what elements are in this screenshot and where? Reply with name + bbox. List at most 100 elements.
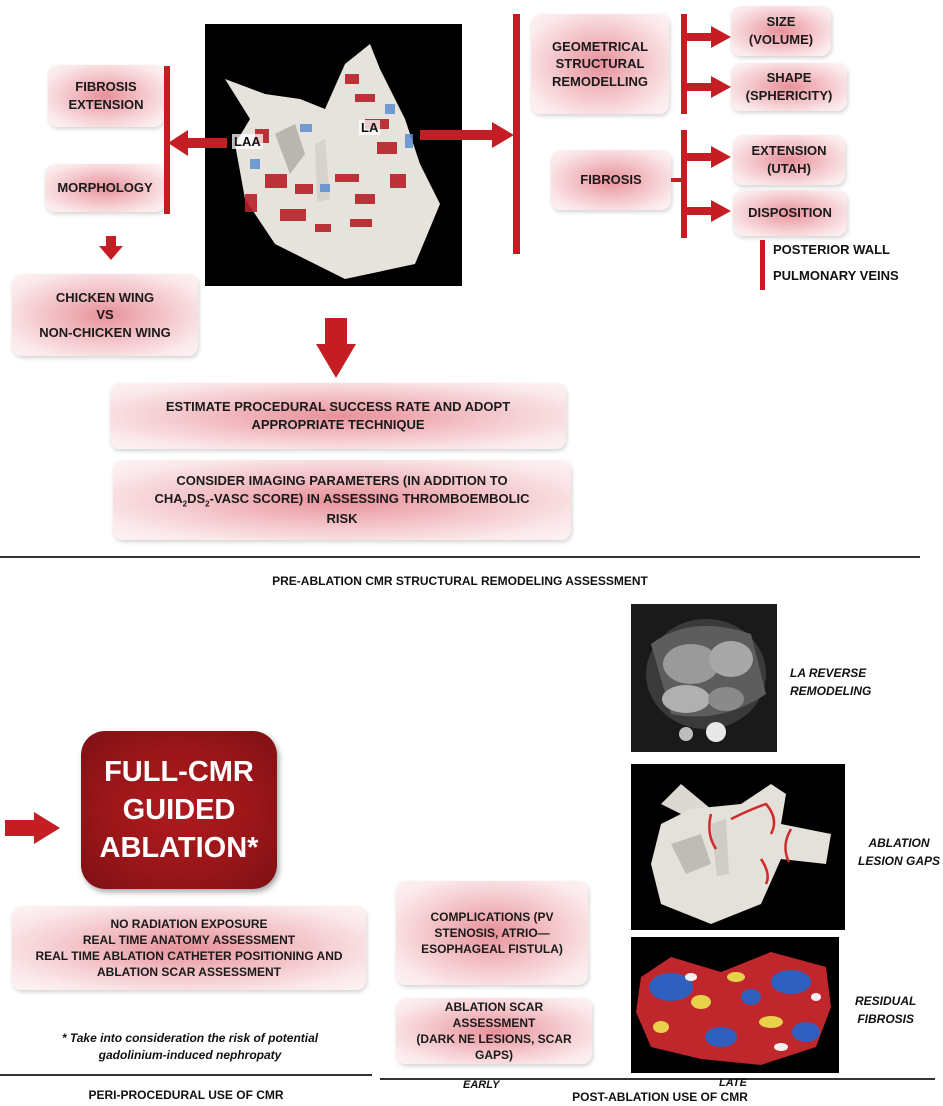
ds-subscript: 2 bbox=[205, 499, 210, 509]
scar-line-3: GAPS) bbox=[474, 1048, 513, 1063]
sphericity-label: (SPHERICITY) bbox=[745, 88, 833, 103]
right-arrow-shaft bbox=[420, 130, 494, 140]
size-arrow-shaft bbox=[687, 33, 713, 41]
benefit-3: REAL TIME ABLATION CATHETER POSITIONING … bbox=[35, 949, 343, 963]
lesion-gaps-line-1: ABLATION bbox=[868, 836, 930, 850]
early-label: EARLY bbox=[463, 1079, 500, 1091]
fibrosis-connector bbox=[671, 178, 681, 182]
full-cmr-line-3: ABLATION* bbox=[99, 832, 259, 865]
footnote-line-2: gadolinium-induced nephropaty bbox=[98, 1048, 282, 1063]
geometrical-line-1: GEOMETRICAL bbox=[551, 38, 649, 54]
consider-line-1: CONSIDER IMAGING PARAMETERS (IN ADDITION… bbox=[176, 473, 508, 489]
shape-arrow-head bbox=[711, 76, 731, 98]
fibrosis-label: FIBROSIS bbox=[580, 172, 642, 188]
chicken-wing-box: CHICKEN WING VS NON-CHICKEN WING bbox=[12, 274, 198, 356]
gadolinium-footnote: * Take into consideration the risk of po… bbox=[20, 1030, 360, 1065]
post-section-divider bbox=[380, 1078, 935, 1080]
volume-label: (VOLUME) bbox=[748, 32, 814, 47]
vasc-text: -VASC SCORE) IN ASSESSING THROMBOEMBOLIC bbox=[209, 490, 530, 506]
late-label: LATE bbox=[719, 1077, 747, 1089]
full-cmr-line-2: GUIDED bbox=[122, 793, 236, 826]
pulmonary-veins-label: PULMONARY VEINS bbox=[773, 268, 899, 283]
lesion-gaps-3d-image bbox=[631, 764, 845, 930]
la-reverse-line-2: REMODELING bbox=[790, 684, 872, 698]
left-bracket-bar bbox=[164, 66, 170, 214]
la-reverse-remodeling-label: LA REVERSE REMODELING bbox=[790, 664, 871, 700]
residual-fibrosis-map-image bbox=[631, 937, 839, 1073]
laa-label: LAA bbox=[232, 134, 263, 149]
disposition-sub-bracket bbox=[760, 240, 765, 290]
complications-line-2: STENOSIS, ATRIO— bbox=[434, 925, 550, 940]
cha-subscript: 2 bbox=[182, 499, 188, 509]
la-3d-fibrosis-image bbox=[205, 24, 462, 286]
estimate-line-1: ESTIMATE PROCEDURAL SUCCESS RATE AND ADO… bbox=[165, 399, 511, 415]
geometrical-line-3: REMODELLING bbox=[551, 73, 649, 89]
left-arrow-head bbox=[168, 130, 188, 156]
extension-arrow-shaft bbox=[687, 153, 713, 161]
peri-section-divider bbox=[0, 1074, 372, 1076]
consider-imaging-box: CONSIDER IMAGING PARAMETERS (IN ADDITION… bbox=[113, 460, 571, 540]
full-cmr-line-1: FULL-CMR bbox=[104, 755, 254, 788]
peri-arrow-shaft bbox=[5, 820, 35, 836]
consider-line-2: CHA2DS2-VASC SCORE) IN ASSESSING THROMBO… bbox=[154, 490, 529, 510]
estimate-line-2: APPROPRIATE TECHNIQUE bbox=[251, 417, 425, 432]
residual-line-1: RESIDUAL bbox=[855, 994, 917, 1008]
shape-sphericity-box: SHAPE (SPHERICITY) bbox=[731, 63, 847, 111]
estimate-success-box: ESTIMATE PROCEDURAL SUCCESS RATE AND ADO… bbox=[110, 383, 566, 449]
scar-line-1: ABLATION SCAR ASSESSMENT bbox=[444, 999, 544, 1030]
right-arrow-head bbox=[492, 122, 514, 148]
scar-line-2: (DARK NE LESIONS, SCAR bbox=[416, 1032, 572, 1046]
size-label: SIZE bbox=[766, 14, 796, 30]
morphology-box: MORPHOLOGY bbox=[45, 164, 165, 212]
residual-line-2: FIBROSIS bbox=[857, 1012, 914, 1026]
post-ablation-section-title: POST-ABLATION USE OF CMR bbox=[572, 1090, 748, 1104]
lesion-gaps-line-2: LESION GAPS bbox=[858, 854, 941, 868]
fibrosis-bracket bbox=[681, 130, 687, 238]
chicken-wing-line-1: CHICKEN WING bbox=[55, 289, 155, 305]
right-main-bracket bbox=[513, 14, 520, 254]
peri-benefits-box: NO RADIATION EXPOSURE REAL TIME ANATOMY … bbox=[12, 906, 366, 990]
peri-arrow-head bbox=[34, 812, 60, 844]
size-arrow-head bbox=[711, 26, 731, 48]
morphology-label: MORPHOLOGY bbox=[57, 180, 153, 196]
disposition-box: DISPOSITION bbox=[733, 190, 847, 236]
complications-line-3: ESOPHAGEAL FISTULA) bbox=[421, 942, 563, 957]
la-reverse-line-1: LA REVERSE bbox=[790, 666, 867, 680]
complications-line-1: COMPLICATIONS (PV bbox=[430, 909, 554, 924]
down-arrow-small-shaft bbox=[106, 236, 116, 246]
chicken-wing-line-2: VS bbox=[96, 307, 114, 323]
geometry-bracket bbox=[681, 14, 687, 114]
benefit-1: NO RADIATION EXPOSURE bbox=[110, 916, 268, 931]
big-down-arrow-head bbox=[316, 344, 356, 378]
extension-utah-box: EXTENSION (UTAH) bbox=[733, 135, 845, 185]
posterior-wall-label: POSTERIOR WALL bbox=[773, 242, 890, 257]
scar-assessment-box: ABLATION SCAR ASSESSMENT (DARK NE LESION… bbox=[396, 998, 592, 1064]
shape-label: SHAPE bbox=[766, 70, 812, 86]
extension-label: EXTENSION bbox=[751, 143, 827, 159]
geometrical-line-2: STRUCTURAL bbox=[555, 56, 645, 72]
disposition-arrow-shaft bbox=[687, 207, 713, 215]
footnote-line-1: * Take into consideration the risk of po… bbox=[61, 1031, 319, 1045]
down-arrow-small-head bbox=[99, 246, 123, 260]
fibrosis-extension-box: FIBROSIS EXTENSION bbox=[48, 65, 164, 127]
disposition-label: DISPOSITION bbox=[748, 205, 832, 221]
pre-section-divider bbox=[0, 556, 920, 558]
shape-arrow-shaft bbox=[687, 83, 713, 91]
benefit-4: ABLATION SCAR ASSESSMENT bbox=[96, 965, 281, 980]
benefit-2: REAL TIME ANATOMY ASSESSMENT bbox=[82, 932, 296, 947]
geometrical-remodelling-box: GEOMETRICAL STRUCTURAL REMODELLING bbox=[531, 14, 669, 114]
full-cmr-guided-ablation-box: FULL-CMR GUIDED ABLATION* bbox=[81, 731, 277, 889]
ds-text: DS bbox=[187, 490, 206, 506]
utah-label: (UTAH) bbox=[767, 161, 811, 176]
big-down-arrow-shaft bbox=[325, 318, 347, 346]
complications-box: COMPLICATIONS (PV STENOSIS, ATRIO— ESOPH… bbox=[396, 881, 588, 985]
cha-text: CHA bbox=[154, 490, 183, 506]
consider-line-3: RISK bbox=[326, 511, 358, 527]
disposition-arrow-head bbox=[711, 200, 731, 222]
fibrosis-box: FIBROSIS bbox=[551, 150, 671, 210]
cmr-cine-image bbox=[631, 604, 777, 752]
left-arrow-shaft bbox=[185, 138, 227, 148]
fibrosis-extension-label: FIBROSIS EXTENSION bbox=[68, 79, 144, 112]
extension-arrow-head bbox=[711, 146, 731, 168]
peri-procedural-section-title: PERI-PROCEDURAL USE OF CMR bbox=[88, 1088, 284, 1102]
